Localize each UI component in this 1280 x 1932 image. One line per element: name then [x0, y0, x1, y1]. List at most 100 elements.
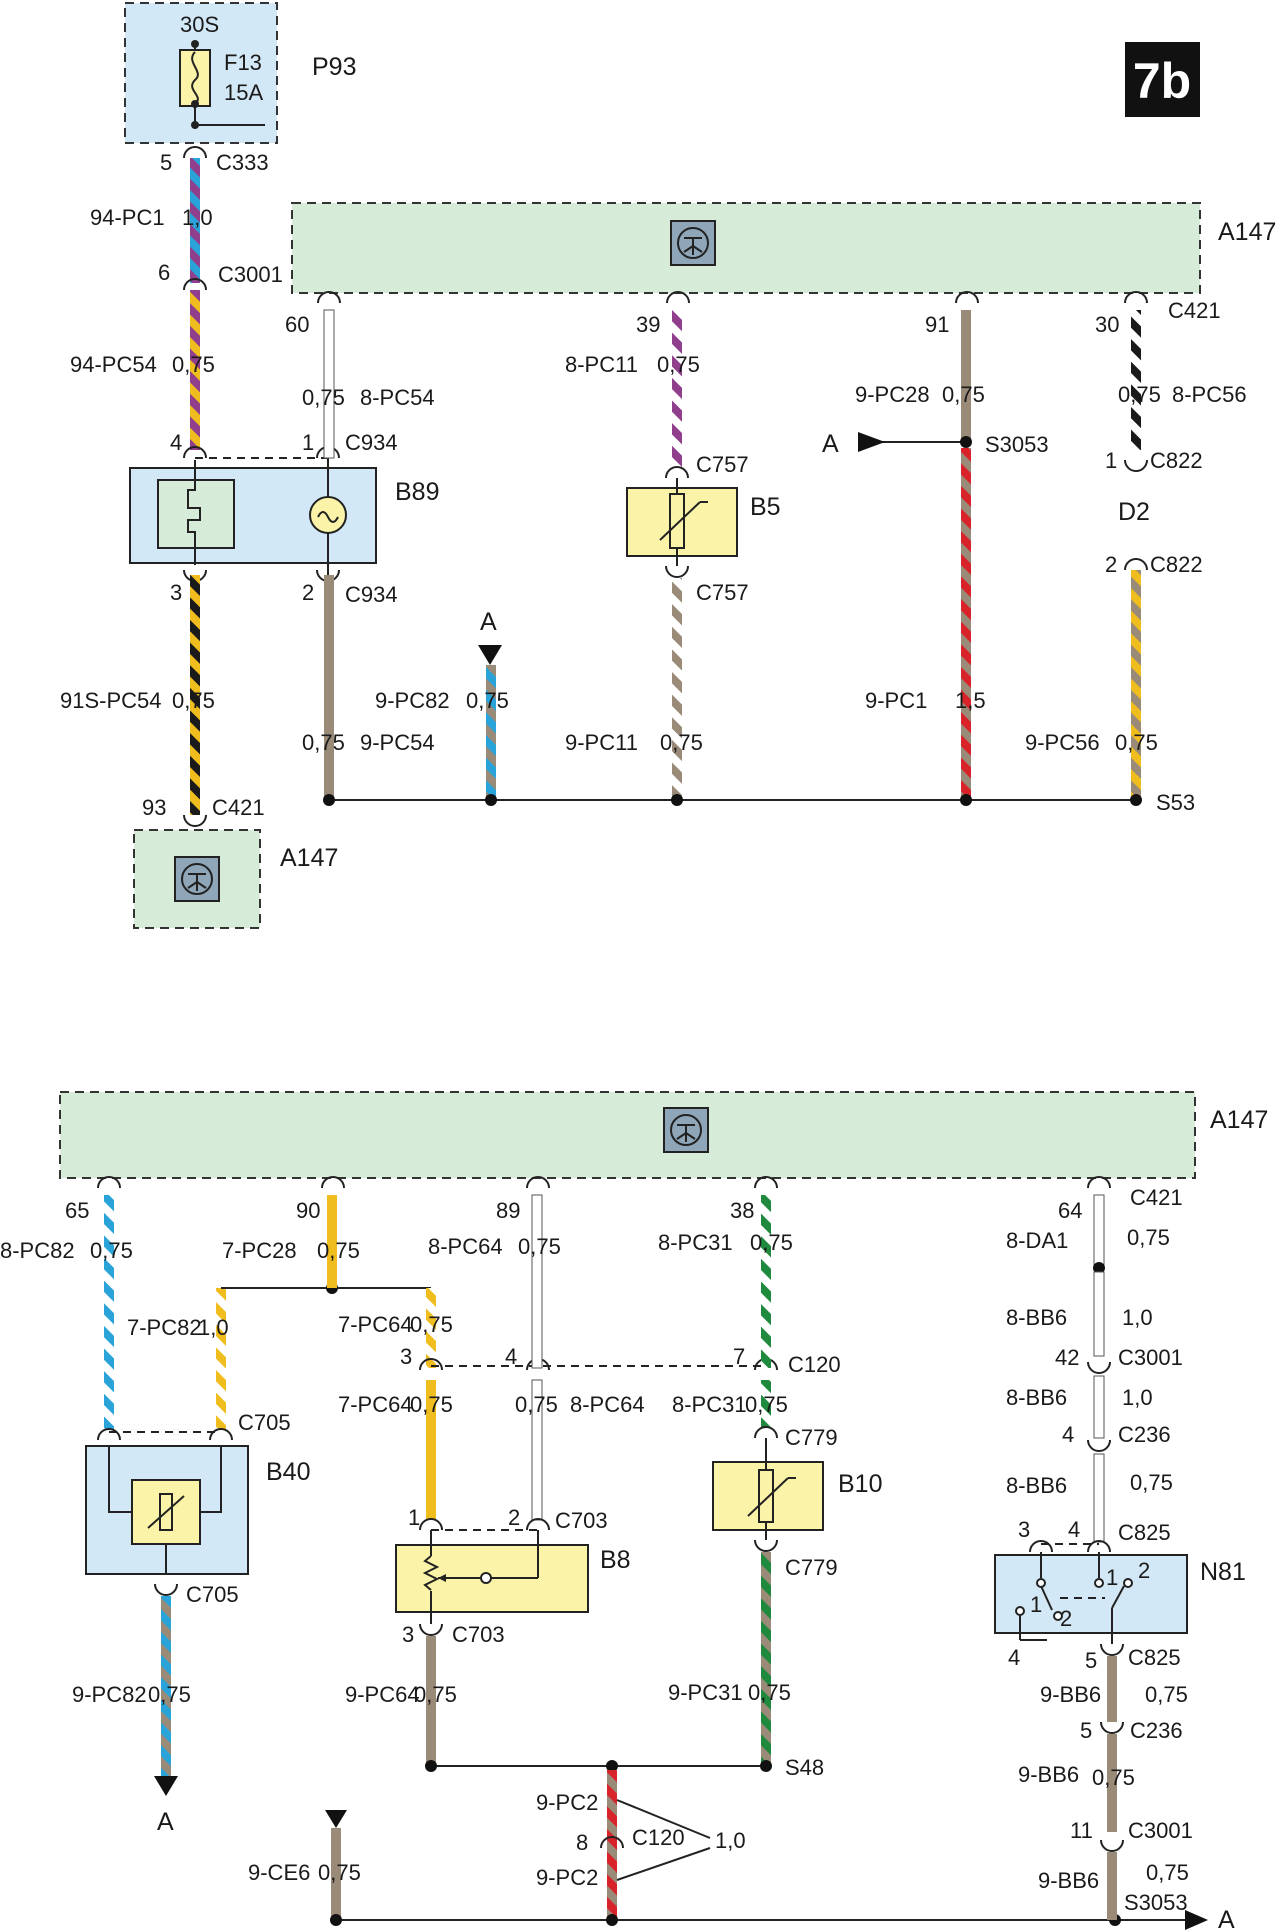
- pin-label: 3: [402, 1622, 414, 1647]
- wire-size-label: 0,75: [942, 382, 985, 407]
- connector-c825-icon: [1029, 1540, 1111, 1553]
- connector-c421-icon: [183, 814, 207, 827]
- wire-9-pc2: [607, 1770, 617, 1920]
- connector-c825-label: C825: [1128, 1645, 1181, 1670]
- page-badge: [1125, 42, 1200, 117]
- connector-c333-label: C333: [216, 150, 269, 175]
- connector-c779-label: C779: [785, 1555, 838, 1580]
- d2-label: D2: [1118, 498, 1150, 526]
- wire-size-label: 0,75: [748, 1680, 791, 1705]
- connector-c705-icon: [154, 1583, 178, 1596]
- connector-c236-label: C236: [1130, 1718, 1183, 1743]
- wire-9-pc54: [324, 575, 334, 800]
- connector-c757-label: C757: [696, 580, 749, 605]
- splice-s3053-icon: [960, 436, 972, 448]
- connector-c120-label: C120: [632, 1825, 685, 1850]
- fuse-f13-icon: [179, 40, 265, 129]
- connector-c333-icon: [183, 146, 207, 159]
- wire-id-label: 9-BB6: [1038, 1868, 1099, 1893]
- size-leader: [616, 1799, 711, 1839]
- wire-7-pc64-a: [426, 1288, 436, 1368]
- wire-size-label: 0,75: [317, 1238, 360, 1263]
- b89-label: B89: [395, 478, 439, 506]
- wire-9-pc31: [761, 1552, 771, 1766]
- wire-9-pc56: [1131, 570, 1141, 800]
- wire-id-label: 7-PC64: [338, 1312, 413, 1337]
- wire-id-label: 9-PC2: [536, 1790, 598, 1815]
- wire-size-label: 0,75: [518, 1234, 561, 1259]
- connector-c3001-icon: [183, 278, 207, 291]
- wire-8-da1: [1093, 1194, 1105, 1266]
- connector-c703-label: C703: [555, 1508, 608, 1533]
- wire-size-label: 1,5: [955, 688, 986, 713]
- wire-9-pc64: [426, 1636, 436, 1766]
- a147-bottom-pins-icon: [97, 1176, 1111, 1189]
- b89-motor-wave-icon: [317, 511, 339, 523]
- wire-id-label: 94-PC1: [90, 205, 165, 230]
- wire-size-label: 0,75: [414, 1682, 457, 1707]
- a147-label: A147: [1218, 218, 1276, 246]
- wire-size-label: 1,0: [1122, 1385, 1153, 1410]
- pin-label: 3: [170, 580, 182, 605]
- wire-size-label: 0,75: [318, 1860, 361, 1885]
- pin-label: 3: [400, 1344, 412, 1369]
- n81-relay: [994, 1554, 1188, 1634]
- pin-label: 38: [730, 1198, 754, 1223]
- a147-top-pins-icon: [317, 291, 1148, 304]
- connector-c3001-icon: [1100, 1839, 1124, 1852]
- splice-node: [671, 794, 683, 806]
- connector-c3001-icon: [1087, 1361, 1111, 1374]
- n81-contact-label: 1: [1106, 1565, 1118, 1590]
- splice-node: [1093, 1262, 1105, 1274]
- connector-c3001-label: C3001: [1128, 1818, 1193, 1843]
- splice-s3053-label: S3053: [985, 432, 1049, 457]
- b5-label: B5: [750, 493, 781, 521]
- wire-id-label: 9-PC31: [668, 1680, 743, 1705]
- wire-8-pc31-a: [761, 1195, 771, 1368]
- wire-size-label: 0,75: [148, 1682, 191, 1707]
- splice-s48-label: S48: [785, 1755, 824, 1780]
- p93-label: P93: [312, 53, 356, 81]
- wire-7-pc28: [327, 1195, 337, 1288]
- connector-c120-icon: [419, 1358, 778, 1371]
- wire-size-label: 0,75: [1127, 1225, 1170, 1250]
- splice-s3053-label: S3053: [1124, 1890, 1188, 1915]
- connector-c757-icon: [665, 466, 689, 479]
- wire-id-label: 8-BB6: [1006, 1305, 1067, 1330]
- pin-label: 89: [496, 1198, 520, 1223]
- wire-size-label: 0,75: [172, 352, 215, 377]
- n81-contact-label: 1: [1030, 1592, 1042, 1617]
- pin-label: 60: [285, 312, 309, 337]
- wire-size-label: 0,75: [1146, 1860, 1189, 1885]
- thermistor-icon: [659, 478, 708, 566]
- wire-9-pc1: [961, 448, 971, 800]
- pin-label: 42: [1055, 1345, 1079, 1370]
- wire-id-label: 9-PC28: [855, 382, 930, 407]
- connector-c3001-label: C3001: [1118, 1345, 1183, 1370]
- splice-node: [760, 1760, 772, 1772]
- wire-id-label: 9-PC82: [375, 688, 450, 713]
- b40-label: B40: [266, 1458, 310, 1486]
- wire-size-label: 0,75: [1092, 1765, 1135, 1790]
- connector-c822-label: C822: [1150, 448, 1203, 473]
- wire-size-label: 0,75: [515, 1392, 558, 1417]
- wire-id-label: 9-PC2: [536, 1865, 598, 1890]
- wire-9-pc11: [672, 578, 682, 800]
- n81-contact-label: 2: [1138, 1558, 1150, 1583]
- b8-label: B8: [600, 1546, 631, 1574]
- wire-9-pc82-top: [486, 665, 496, 800]
- connector-c757-icon: [665, 565, 689, 578]
- pin-label: 1: [408, 1505, 420, 1530]
- wire-size-label: 0,75: [1145, 1682, 1188, 1707]
- wire-8-pc54: [323, 309, 335, 459]
- n81-switch-icon: [1015, 1552, 1133, 1644]
- wire-8-bb6-c: [1093, 1453, 1105, 1543]
- splice-node: [323, 794, 335, 806]
- b8-potentiometer-icon: [422, 1530, 539, 1624]
- pin-label: 5: [160, 150, 172, 175]
- wire-8-pc31-b: [761, 1380, 771, 1428]
- connector-c3001-label: C3001: [218, 262, 283, 287]
- n81-label: N81: [1200, 1558, 1246, 1586]
- wire-size-label: 0,75: [1118, 382, 1161, 407]
